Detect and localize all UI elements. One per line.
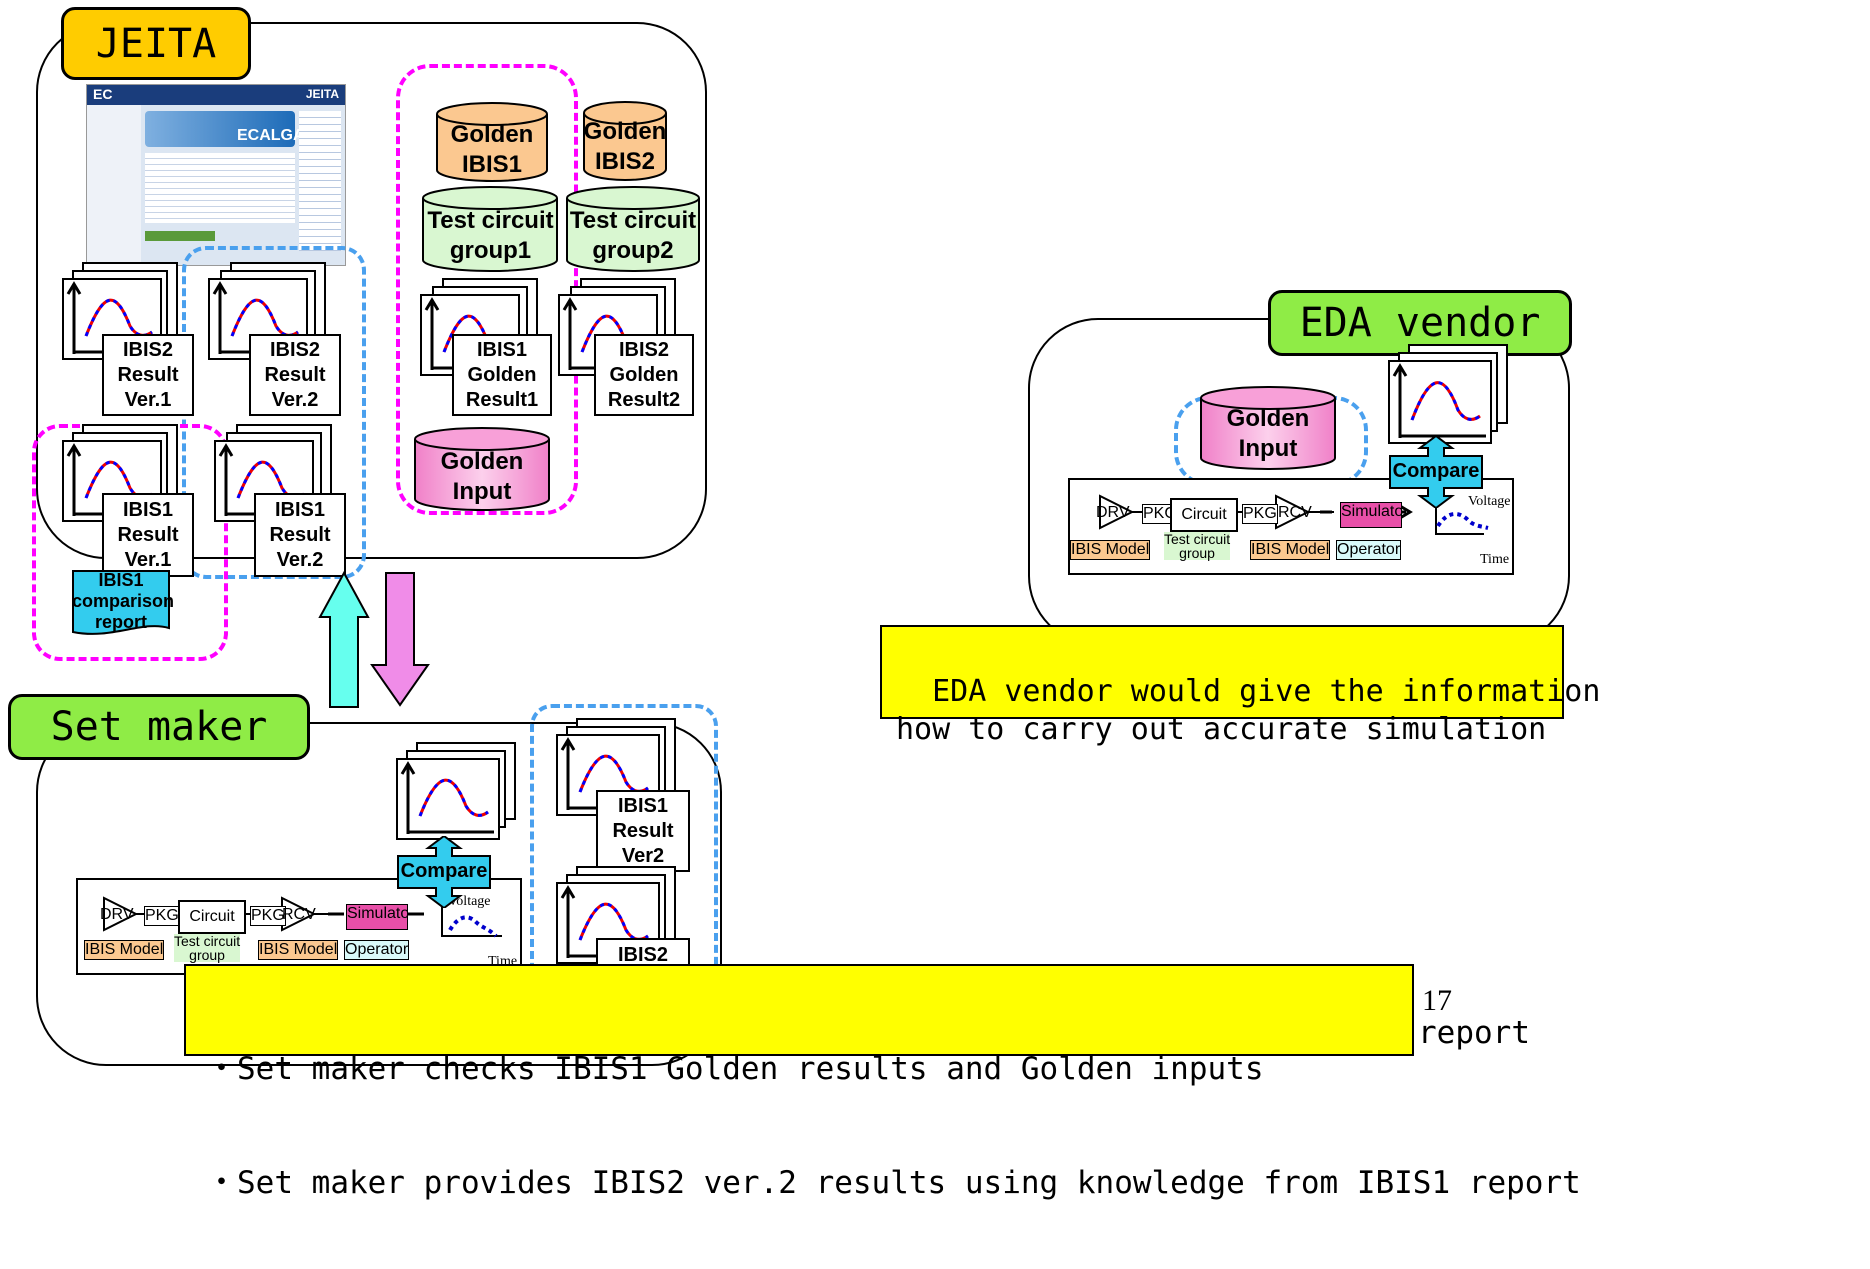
eda-compare-cross: Compare xyxy=(1388,436,1484,508)
golden-ibis2-label: Golden IBIS2 xyxy=(583,118,667,175)
set-maker-ibis1-result-label: IBIS1 Result Ver2 xyxy=(596,790,690,872)
golden-input-cylinder-eda: Golden Input xyxy=(1200,386,1336,470)
bullet-2: ・Set maker provides IBIS2 ver.2 results … xyxy=(206,1165,1581,1201)
eda-pkg1: PKG xyxy=(1142,504,1178,524)
bullet-2-overflow: report xyxy=(1418,1015,1530,1051)
waveform-icon xyxy=(400,761,494,834)
website-screenshot: EC JEITA ECALGA xyxy=(86,84,346,266)
sm-operator: Operator xyxy=(344,940,410,960)
website-logo-ecalga: ECALGA xyxy=(237,127,305,144)
eda-rcv: RCV xyxy=(1278,504,1312,521)
eda-pkg2: PKG xyxy=(1242,504,1278,524)
comparison-report-label: IBIS1 comparison report xyxy=(72,570,175,632)
golden-input-cylinder-jeita: Golden Input xyxy=(414,427,550,511)
down-arrow xyxy=(370,572,430,707)
comparison-report: IBIS1 comparison report xyxy=(72,570,175,636)
ibis2-result-ver2-label: IBIS2 Result Ver.2 xyxy=(249,334,341,416)
sm-pkg1: PKG xyxy=(144,906,180,926)
eda-vendor-tag: EDA vendor xyxy=(1268,290,1572,356)
test-circuit-group2-cylinder: Test circuit group2 xyxy=(566,186,700,272)
ibis1-result-ver1-label: IBIS1 Result Ver.1 xyxy=(102,493,194,577)
ibis2-golden-result2-label: IBIS2 Golden Result2 xyxy=(594,334,694,416)
compare-arrow-icon xyxy=(397,836,491,908)
sm-pkg2: PKG xyxy=(250,906,286,926)
eda-ibis-model-1: IBIS Model xyxy=(1070,540,1151,560)
eda-note: EDA vendor would give the information ho… xyxy=(880,625,1600,747)
set-maker-compare-label: Compare xyxy=(400,860,488,882)
golden-input-cylinder-jeita-shape xyxy=(414,427,550,511)
set-maker-bullets: ・Set maker checks IBIS1 Golden results a… xyxy=(184,964,1581,1201)
document-icon xyxy=(72,570,170,635)
sm-drv: DRV xyxy=(100,906,134,923)
eda-voltage: Voltage xyxy=(1468,494,1511,509)
eda-vendor-tag-label: EDA vendor xyxy=(1299,300,1541,346)
test-circuit-group1-cylinder: Test circuit group1 xyxy=(422,186,559,272)
eda-simulator: Simulator xyxy=(1340,502,1402,528)
jeita-tag: JEITA xyxy=(61,7,251,80)
golden-input-cylinder-eda-shape xyxy=(1200,386,1336,470)
test-circuit-group2-cylinder-shape xyxy=(566,186,700,272)
bullet-1: ・Set maker checks IBIS1 Golden results a… xyxy=(206,1051,1264,1087)
eda-drv: DRV xyxy=(1096,504,1130,521)
website-logo-ec: EC xyxy=(93,86,113,102)
eda-circuit: Circuit xyxy=(1170,498,1238,532)
up-arrow xyxy=(318,570,370,708)
eda-operator: Operator xyxy=(1336,540,1402,560)
sm-ibis-model-2: IBIS Model xyxy=(258,940,339,960)
jeita-tag-label: JEITA xyxy=(95,20,217,67)
eda-note-text: EDA vendor would give the information ho… xyxy=(896,674,1601,747)
test-circuit-group1-label: Test circuit group1 xyxy=(427,207,554,264)
golden-ibis1-cylinder: Golden IBIS1 xyxy=(436,102,548,182)
golden-input-eda-label: Golden Input xyxy=(1226,405,1310,462)
eda-time: Time xyxy=(1480,552,1510,567)
golden-ibis1-cylinder-shape xyxy=(436,102,548,182)
website-header-jeita: JEITA xyxy=(305,87,339,101)
set-maker-tag-label: Set maker xyxy=(50,704,268,750)
sm-ibis-model-1: IBIS Model xyxy=(84,940,165,960)
set-maker-sim-schematic xyxy=(103,894,502,938)
test-circuit-group1-cylinder-shape xyxy=(422,186,558,272)
golden-ibis2-cylinder: Golden IBIS2 xyxy=(583,101,667,181)
eda-compare-label: Compare xyxy=(1392,460,1480,482)
test-circuit-group2-label: Test circuit group2 xyxy=(569,207,697,264)
eda-ibis-model-2: IBIS Model xyxy=(1250,540,1331,560)
golden-ibis2-cylinder-shape xyxy=(583,101,667,181)
eda-test-circuit-group: Test circuit group xyxy=(1164,531,1231,561)
set-maker-tag: Set maker xyxy=(8,694,310,760)
golden-ibis1-label: Golden IBIS1 xyxy=(450,121,534,178)
sm-test-circuit-group: Test circuit group xyxy=(174,933,241,963)
golden-input-jeita-label: Golden Input xyxy=(440,448,524,505)
page-number: 17 xyxy=(1422,984,1452,1017)
compare-arrow-icon xyxy=(1389,436,1483,508)
ibis2-result-ver1-label: IBIS2 Result Ver.1 xyxy=(102,334,194,416)
ibis1-result-ver2-label: IBIS1 Result Ver.2 xyxy=(254,493,346,577)
ibis1-golden-result1-label: IBIS1 Golden Result1 xyxy=(452,334,552,416)
waveform-icon xyxy=(1392,363,1486,438)
set-maker-simulation-frame: DRV PKG Circuit PKG RCV Simulator Voltag… xyxy=(76,878,522,975)
sm-simulator: Simulator xyxy=(346,904,408,930)
flow-arrows xyxy=(318,570,430,708)
set-maker-compare-cross: Compare xyxy=(396,836,492,908)
sm-rcv: RCV xyxy=(282,906,316,923)
sm-circuit: Circuit xyxy=(178,900,246,934)
